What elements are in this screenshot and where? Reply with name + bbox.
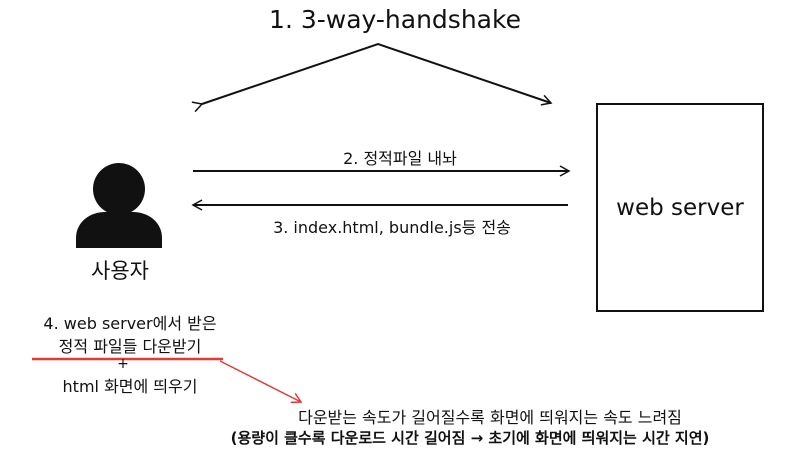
handshake-arrow <box>191 42 553 113</box>
step4-line-3: html 화면에 띄우기 <box>62 377 198 396</box>
step4-plus: + <box>117 356 129 372</box>
web-server-box: web server <box>596 103 764 312</box>
step4-line-1: 4. web server에서 받은 <box>43 314 217 333</box>
user-label: 사용자 <box>91 259 149 283</box>
highlight-arrow <box>219 360 303 404</box>
request-arrow-label: 2. 정적파일 내놔 <box>343 149 457 168</box>
note-line-1: 다운받는 속도가 길어질수록 화면에 띄워지는 속도 느려짐 <box>298 408 682 427</box>
handshake-label: 1. 3-way-handshake <box>269 5 521 34</box>
step4-line-2: 정적 파일들 다운받기 <box>58 337 202 356</box>
note-line-2: (용량이 클수록 다운로드 시간 길어짐 → 초기에 화면에 띄워지는 시간 지… <box>230 429 710 447</box>
web-server-label: web server <box>616 194 744 221</box>
response-arrow-label: 3. index.html, bundle.js등 전송 <box>273 218 511 237</box>
user-icon <box>76 163 162 248</box>
